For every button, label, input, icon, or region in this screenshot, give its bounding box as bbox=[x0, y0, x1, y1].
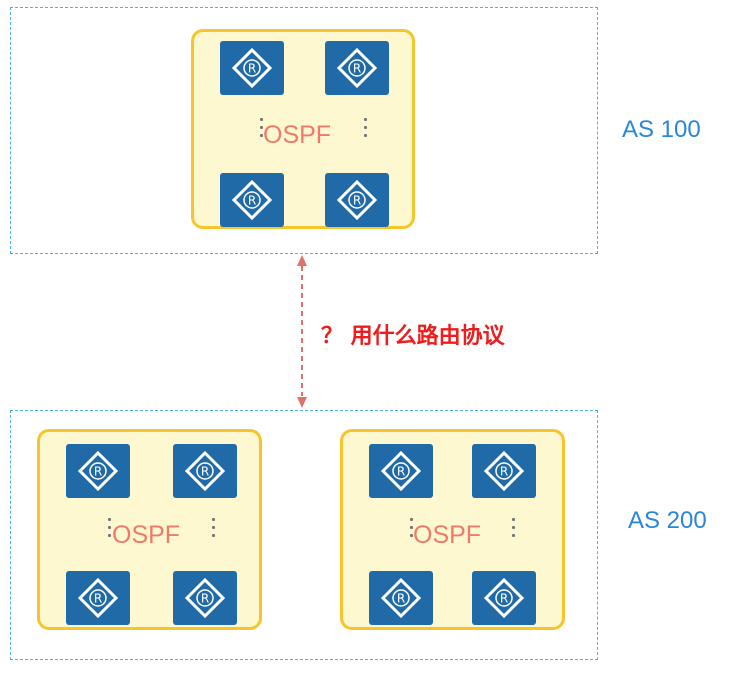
ellipsis-dots bbox=[364, 118, 368, 137]
router-icon: R bbox=[66, 571, 130, 625]
router-symbol: R bbox=[77, 577, 119, 619]
router-symbol: R bbox=[231, 179, 273, 221]
router-icon: R bbox=[472, 571, 536, 625]
router-icon: R bbox=[369, 444, 433, 498]
router-glyph: R bbox=[94, 465, 102, 479]
router-glyph: R bbox=[201, 465, 209, 479]
ellipsis-dots bbox=[108, 518, 112, 537]
router-icon: R bbox=[472, 444, 536, 498]
ospf-area-as200-right: R R R R OSPF bbox=[340, 429, 565, 630]
router-glyph: R bbox=[397, 592, 405, 606]
router-icon: R bbox=[325, 173, 389, 227]
router-glyph: R bbox=[353, 62, 361, 76]
router-glyph: R bbox=[248, 62, 256, 76]
router-symbol: R bbox=[231, 47, 273, 89]
as-100-boundary bbox=[10, 7, 598, 254]
router-glyph: R bbox=[500, 465, 508, 479]
router-symbol: R bbox=[336, 47, 378, 89]
router-glyph: R bbox=[201, 592, 209, 606]
router-icon: R bbox=[173, 571, 237, 625]
ellipsis-dots bbox=[410, 518, 414, 537]
ellipsis-dots bbox=[212, 518, 216, 537]
router-symbol: R bbox=[380, 450, 422, 492]
router-icon: R bbox=[325, 41, 389, 95]
as-200-label: AS 200 bbox=[628, 507, 707, 534]
router-symbol: R bbox=[483, 577, 525, 619]
ospf-area-as200-left: R R R R OSPF bbox=[37, 429, 262, 630]
router-symbol: R bbox=[336, 179, 378, 221]
ellipsis-dots bbox=[260, 118, 264, 137]
router-icon: R bbox=[220, 41, 284, 95]
as-100-label: AS 100 bbox=[622, 116, 701, 143]
router-symbol: R bbox=[184, 450, 226, 492]
router-icon: R bbox=[369, 571, 433, 625]
router-glyph: R bbox=[248, 194, 256, 208]
double-arrow-icon bbox=[297, 255, 307, 408]
router-glyph: R bbox=[500, 592, 508, 606]
router-icon: R bbox=[220, 173, 284, 227]
protocol-question: ？ 用什么路由协议 bbox=[321, 324, 505, 349]
router-glyph: R bbox=[353, 194, 361, 208]
ospf-label: OSPF bbox=[112, 521, 181, 549]
router-symbol: R bbox=[380, 577, 422, 619]
ospf-label: OSPF bbox=[263, 121, 332, 149]
as-200-boundary bbox=[10, 410, 598, 660]
router-symbol: R bbox=[77, 450, 119, 492]
ospf-area-as100: R R R R OSPF bbox=[191, 29, 415, 229]
router-symbol: R bbox=[184, 577, 226, 619]
router-symbol: R bbox=[483, 450, 525, 492]
ellipsis-dots bbox=[512, 518, 516, 537]
ospf-label: OSPF bbox=[413, 521, 482, 549]
router-glyph: R bbox=[397, 465, 405, 479]
router-icon: R bbox=[173, 444, 237, 498]
router-glyph: R bbox=[94, 592, 102, 606]
router-icon: R bbox=[66, 444, 130, 498]
